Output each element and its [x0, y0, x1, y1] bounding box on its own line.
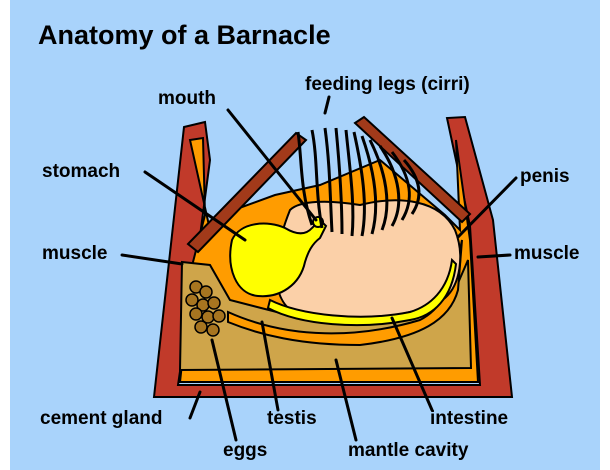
label-eggs: eggs: [223, 440, 267, 461]
egg: [208, 297, 220, 309]
label-cement-gland: cement gland: [40, 408, 162, 429]
label-muscle-right: muscle: [514, 243, 579, 264]
label-testis: testis: [267, 408, 317, 429]
label-mouth: mouth: [158, 88, 216, 109]
egg: [200, 286, 212, 298]
label-stomach: stomach: [42, 161, 120, 182]
egg: [190, 308, 202, 320]
label-intestine: intestine: [430, 408, 508, 429]
egg: [213, 310, 225, 322]
label-muscle-left: muscle: [42, 243, 107, 264]
egg: [207, 324, 219, 336]
diagram-title: Anatomy of a Barnacle: [38, 20, 331, 50]
egg: [195, 321, 207, 333]
leader-muscle-right: [478, 255, 510, 257]
label-mantle-cavity: mantle cavity: [348, 440, 469, 461]
label-penis: penis: [520, 166, 570, 187]
egg: [186, 294, 198, 306]
label-feeding-legs: feeding legs (cirri): [305, 74, 470, 95]
